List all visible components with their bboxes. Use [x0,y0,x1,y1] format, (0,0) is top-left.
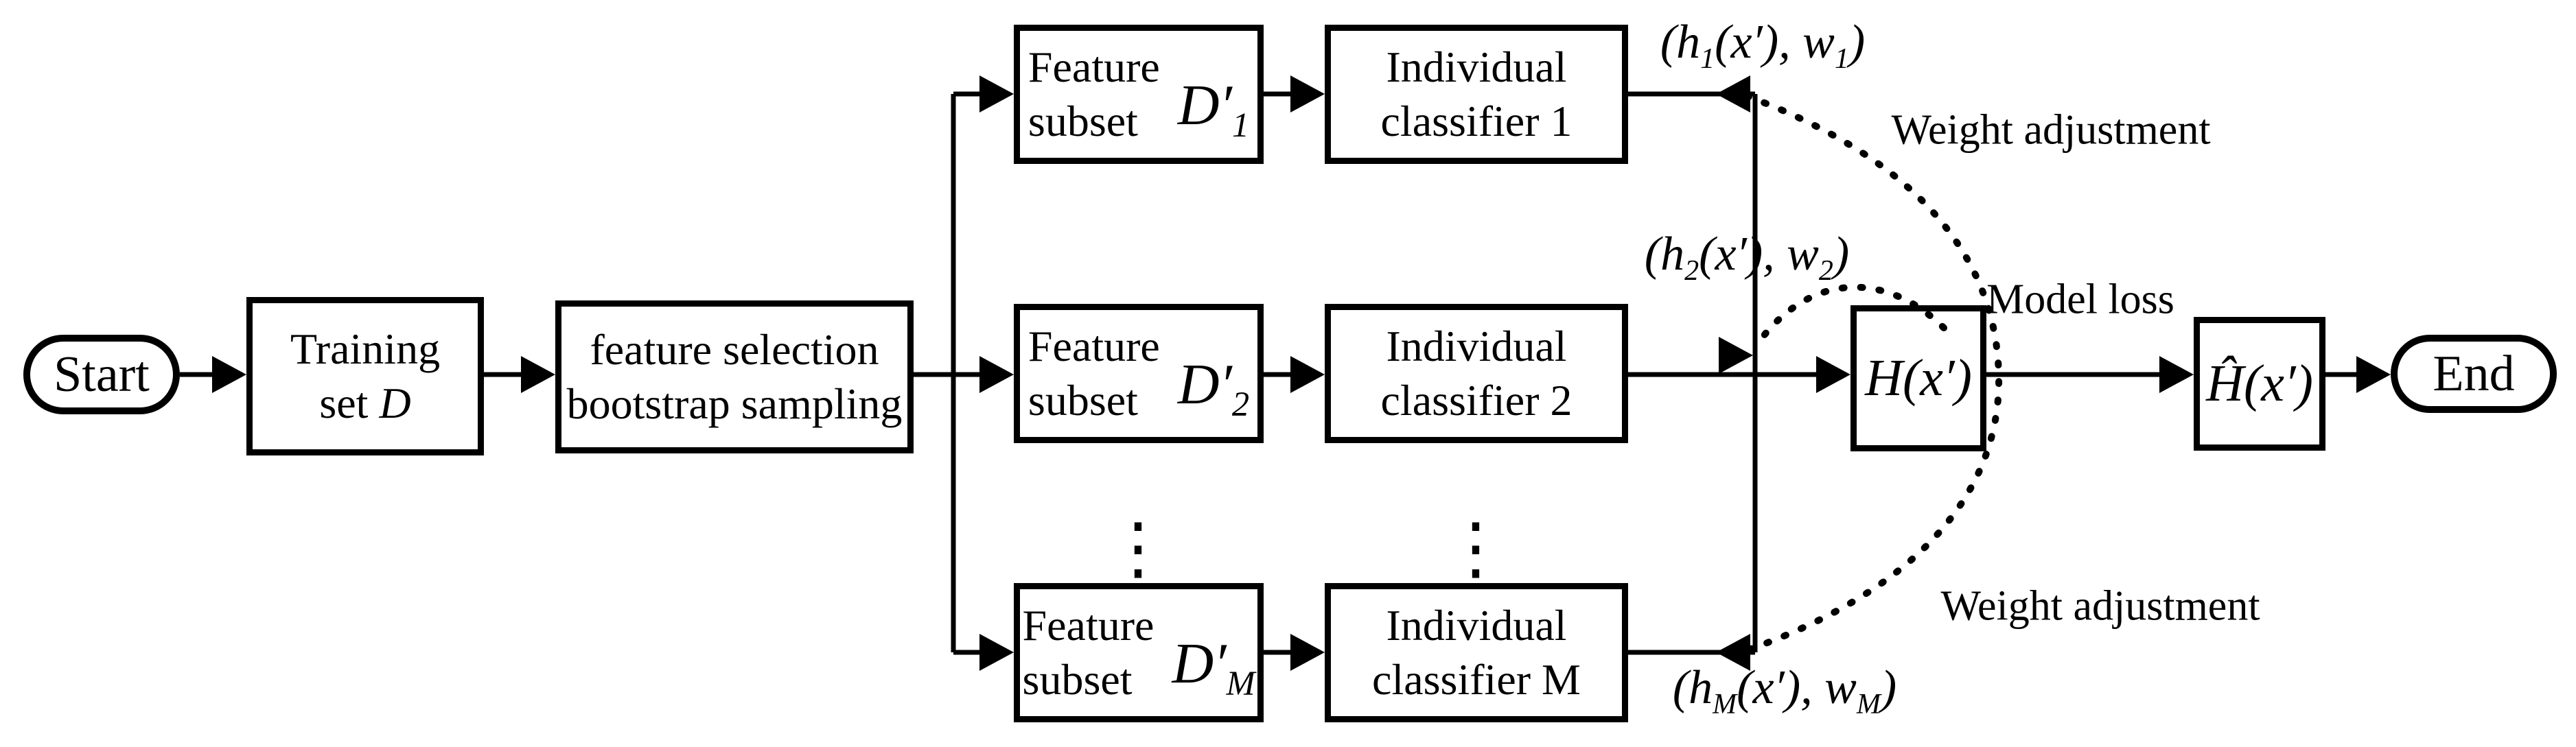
vertical-ellipsis-icon: ⋮ [1104,510,1172,586]
arrowhead-into-final [2159,356,2194,393]
end-node: End [2391,335,2557,413]
subset1-line2: subset [1028,96,1138,145]
classifier2-line1: Individual [1386,322,1567,371]
arrowhead-into-subset-1 [979,75,1014,112]
feature-subset-node-1: Feature subset D′1 [1014,25,1264,164]
vertical-ellipsis-icon: ⋮ [1441,510,1510,586]
classifier1-output-label: (h1(x′), w1) [1660,16,1866,75]
arrowhead-into-classifier-2 [1290,356,1325,393]
subset1-line1: Feature [1028,43,1160,92]
final-output-node: Ĥ(x′) [2194,317,2325,451]
classifier2-line2: classifier 2 [1380,375,1573,425]
arrowhead-into-classifier-m [1290,634,1325,671]
classifier1-line1: Individual [1386,43,1567,92]
sampling-line1: feature selection [590,325,879,375]
arrowhead-into-end [2356,356,2391,393]
sampling-node: feature selection bootstrap sampling [555,300,914,453]
sampling-line2: bootstrap sampling [566,379,903,428]
arrowhead-into-combiner [1816,356,1850,393]
subsetm-line2: subset [1022,654,1133,704]
feature-subset-node-2: Feature subset D′2 [1014,304,1264,443]
subset2-line2: subset [1028,375,1138,425]
weight-adjustment-label-top: Weight adjustment [1891,106,2211,154]
start-node: Start [23,335,180,414]
feature-subset-node-m: Feature subset D′M [1014,583,1264,722]
classifierm-output-label: (hM(x′), wM) [1672,661,1897,720]
arrowhead-into-classifier-1 [1290,75,1325,112]
final-output-formula: Ĥ(x′) [2206,355,2313,413]
start-label: Start [54,346,150,403]
classifier1-line2: classifier 1 [1380,96,1573,145]
subset1-symbol: D′1 [1177,73,1250,145]
subsetm-line1: Feature [1022,601,1154,650]
classifier-node-1: Individual classifier 1 [1325,25,1628,164]
arrowhead-into-sampling [521,356,555,393]
combiner-formula: H(x′) [1865,349,1972,407]
classifier-node-2: Individual classifier 2 [1325,304,1628,443]
classifierm-line1: Individual [1386,601,1567,650]
end-label: End [2433,345,2515,402]
weight-adjustment-label-bottom: Weight adjustment [1940,582,2260,630]
model-loss-label: Model loss [1986,276,2174,323]
combiner-node: H(x′) [1850,305,1986,451]
arrowhead-feedback-to-classifier1-output [1716,75,1750,112]
subset2-symbol: D′2 [1177,353,1250,424]
subsetm-symbol: D′M [1172,632,1255,703]
training-line2: set D [319,378,411,427]
training-line1: Training [290,324,441,374]
arrowhead-into-subset-m [979,634,1014,671]
subset2-line1: Feature [1028,322,1160,371]
arrowhead-into-training [212,356,246,393]
classifier-node-m: Individual classifier M [1325,583,1628,722]
classifierm-line2: classifier M [1372,654,1581,704]
arrowhead-into-subset-2 [979,356,1014,393]
training-set-node: Training set D [246,297,484,455]
arrowhead-feedback-to-classifier2-output [1719,337,1753,374]
classifier2-output-label: (h2(x′), w2) [1644,228,1850,287]
